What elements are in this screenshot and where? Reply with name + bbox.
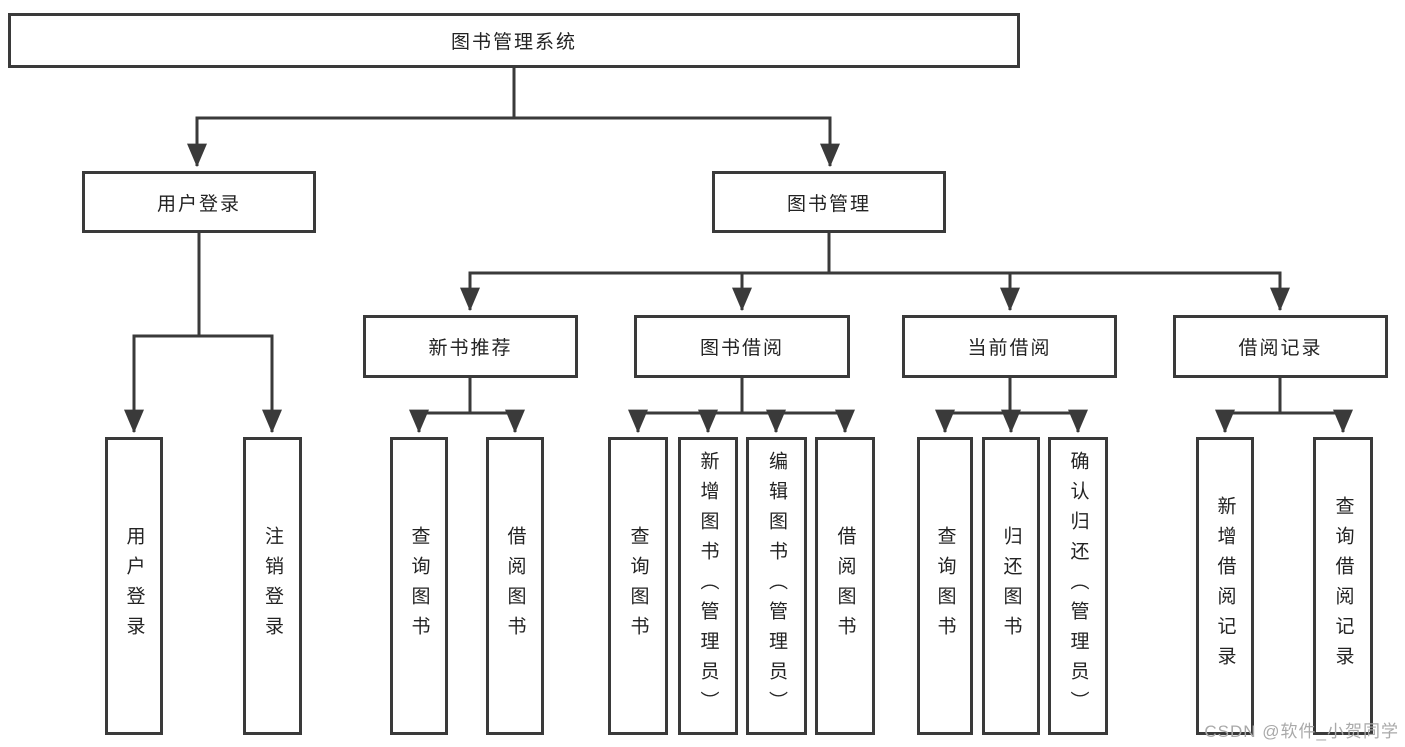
leaf-label: 查询图书 bbox=[627, 526, 649, 646]
leaf-query-books: 查询图书 bbox=[390, 437, 448, 735]
leaf-query-books: 查询图书 bbox=[608, 437, 668, 735]
watermark: CSDN @软件_小贺同学 bbox=[1204, 722, 1399, 741]
leaf-borrow-books: 借阅图书 bbox=[486, 437, 544, 735]
node-book-management: 图书管理 bbox=[712, 171, 946, 233]
leaf-label: 注销登录 bbox=[262, 526, 283, 646]
node-book-borrowing: 图书借阅 bbox=[634, 315, 850, 378]
leaf-query-books: 查询图书 bbox=[917, 437, 973, 735]
node-borrowing-records: 借阅记录 bbox=[1173, 315, 1388, 378]
leaf-label: 查询借阅记录 bbox=[1332, 496, 1354, 676]
leaf-logout: 注销登录 bbox=[243, 437, 302, 735]
leaf-label: 用户登录 bbox=[123, 526, 145, 646]
leaf-add-borrow-record: 新增借阅记录 bbox=[1196, 437, 1254, 735]
leaf-label: 查询图书 bbox=[408, 526, 430, 646]
leaf-return-books: 归还图书 bbox=[982, 437, 1040, 735]
leaf-label: 确认归还（管理员） bbox=[1067, 451, 1089, 721]
leaf-edit-books-admin: 编辑图书（管理员） bbox=[746, 437, 807, 735]
leaf-query-borrow-record: 查询借阅记录 bbox=[1313, 437, 1373, 735]
node-current-borrowing: 当前借阅 bbox=[902, 315, 1117, 378]
leaf-label: 编辑图书（管理员） bbox=[766, 451, 787, 721]
leaf-label: 新增图书（管理员） bbox=[697, 451, 719, 721]
leaf-label: 借阅图书 bbox=[504, 526, 526, 646]
leaf-label: 新增借阅记录 bbox=[1214, 496, 1236, 676]
leaf-label: 借阅图书 bbox=[834, 526, 856, 646]
node-user-login: 用户登录 bbox=[82, 171, 316, 233]
leaf-label: 归还图书 bbox=[1000, 526, 1022, 646]
leaf-borrow-books: 借阅图书 bbox=[815, 437, 875, 735]
leaf-user-login: 用户登录 bbox=[105, 437, 163, 735]
leaf-label: 查询图书 bbox=[934, 526, 956, 646]
node-new-book-recommendation: 新书推荐 bbox=[363, 315, 578, 378]
leaf-add-books-admin: 新增图书（管理员） bbox=[678, 437, 738, 735]
leaf-confirm-return-admin: 确认归还（管理员） bbox=[1048, 437, 1108, 735]
node-library-management-system: 图书管理系统 bbox=[8, 13, 1020, 68]
